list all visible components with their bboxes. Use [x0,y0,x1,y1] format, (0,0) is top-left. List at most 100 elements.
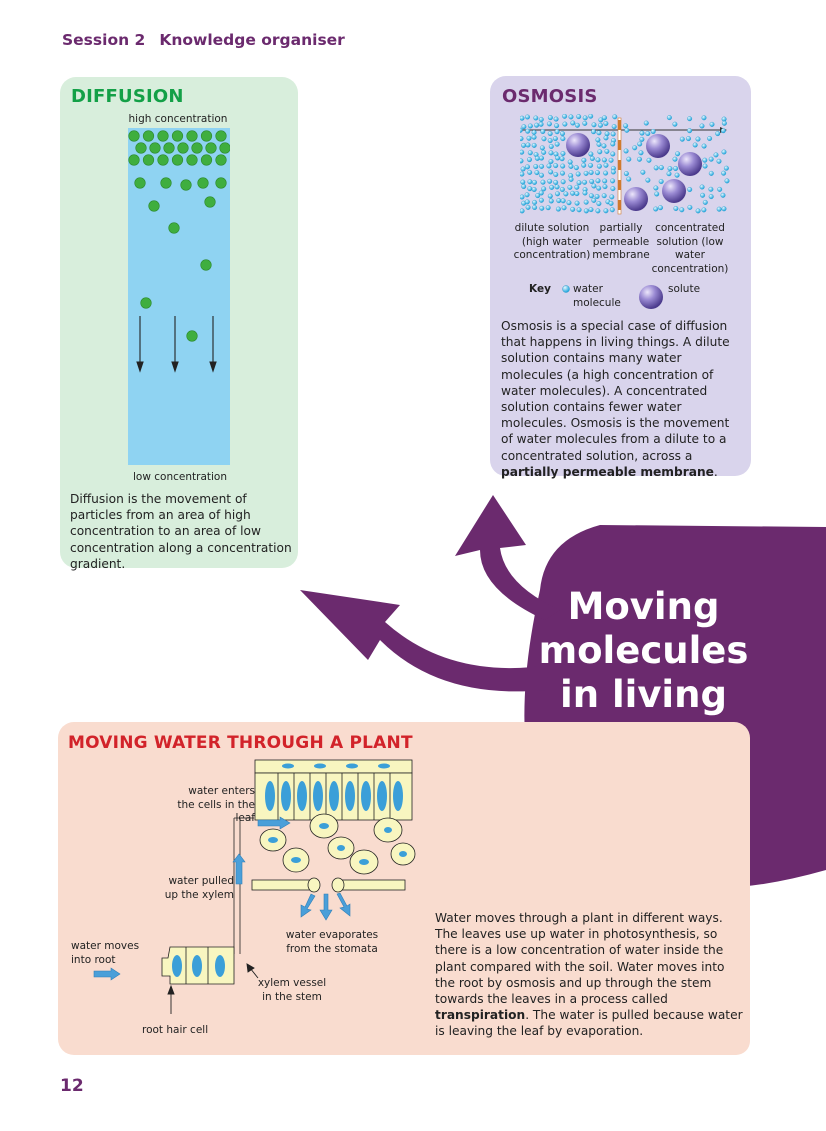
water-molecule [653,185,659,191]
water-molecule [598,117,604,123]
water-molecule [553,172,559,177]
water-molecule [582,179,588,185]
water-molecule [570,190,576,196]
water-molecule [591,183,597,189]
partially-permeable-membrane [617,117,622,215]
plant-description-text: Water moves through a plant in different… [435,911,725,1007]
water-molecule [525,204,531,210]
water-molecule [609,194,615,200]
session-label: Session 2 [62,31,146,49]
water-molecule [574,200,580,206]
water-molecule [601,193,607,199]
diffusion-particle [215,177,227,189]
water-molecule [724,178,730,184]
water-molecule [547,193,553,199]
water-molecule [679,207,685,213]
palisade-cells [254,759,413,821]
water-molecule [723,165,729,171]
water-molecule [721,149,727,155]
water-molecule [576,114,582,120]
diffusion-particle [157,154,169,166]
water-molecule [601,143,607,149]
water-molecule [624,127,630,133]
water-molecule [672,121,678,127]
water-molecule [560,151,566,156]
solute-key-icon [639,285,663,309]
water-molecule [721,170,727,176]
diffusion-particle [168,222,180,234]
water-molecule [553,163,559,169]
osmosis-description-end: . [713,464,718,479]
water-molecule [716,206,722,212]
water-molecule [548,198,554,204]
water-molecule [520,166,526,172]
water-molecule [521,142,527,148]
water-molecule [539,155,544,161]
water-molecule [595,178,601,184]
water-molecule [595,208,601,214]
high-concentration-label: high concentration [128,113,228,125]
water-molecule [603,170,609,176]
water-molecule [540,129,546,134]
xylem-up-arrow [232,853,246,885]
water-molecule [548,159,554,164]
water-molecule [531,134,537,140]
solute-key-label: solute [668,283,701,295]
water-flow-arrows [93,816,351,981]
water-molecule [596,185,602,191]
water-molecule [546,121,552,127]
water-molecule [588,151,594,157]
water-molecule [555,191,560,197]
diffusion-particle [177,142,189,154]
root-hair-cell-label: root hair cell [142,1024,209,1036]
osmosis-diagram [520,114,730,215]
diffusion-particle [148,200,160,212]
diffusion-particle [171,154,184,166]
water-molecule [709,121,715,127]
water-molecule [547,131,553,137]
label-pointers [167,963,259,1014]
water-evaporates-label: water evaporates from the stomata [285,929,379,955]
diffusion-title: DIFFUSION [71,86,184,107]
water-molecule [604,148,610,154]
water-molecule [658,165,664,171]
water-molecule [591,122,597,128]
water-molecule [707,136,713,141]
water-molecule [548,144,554,149]
osmosis-description-text: Osmosis is a special case of diffusion t… [501,319,730,463]
water-molecule [568,163,574,169]
water-molecule [591,197,597,203]
diffusion-particle [191,142,203,154]
water-molecule [520,171,525,177]
water-molecule [545,205,551,211]
water-molecule [524,192,530,198]
water-molecule [692,142,698,148]
diffusion-arrows [136,316,217,373]
water-molecule [540,179,546,185]
water-molecule [716,158,722,164]
water-molecule [687,116,693,122]
water-molecule [568,114,574,120]
water-molecule [535,193,541,199]
water-molecule [673,166,679,171]
diffusion-particle [128,154,140,166]
water-molecule [560,163,566,169]
water-molecule [653,165,659,171]
water-molecule [567,184,573,190]
water-molecule [532,199,538,205]
water-molecule [610,178,616,184]
water-molecule [675,151,681,157]
water-molecule [531,129,537,135]
plant-description: Water moves through a plant in different… [435,910,745,1040]
diffusion-particle [157,130,169,142]
water-molecule [541,136,547,142]
water-moves-label: water moves into root [71,940,140,966]
water-molecule [687,187,693,192]
water-molecule [610,169,616,175]
key-label: Key [529,283,551,295]
water-molecule [527,179,533,185]
water-molecule [708,194,714,200]
water-molecule [532,205,538,210]
water-molecule [591,129,596,135]
water-molecule [588,207,594,213]
